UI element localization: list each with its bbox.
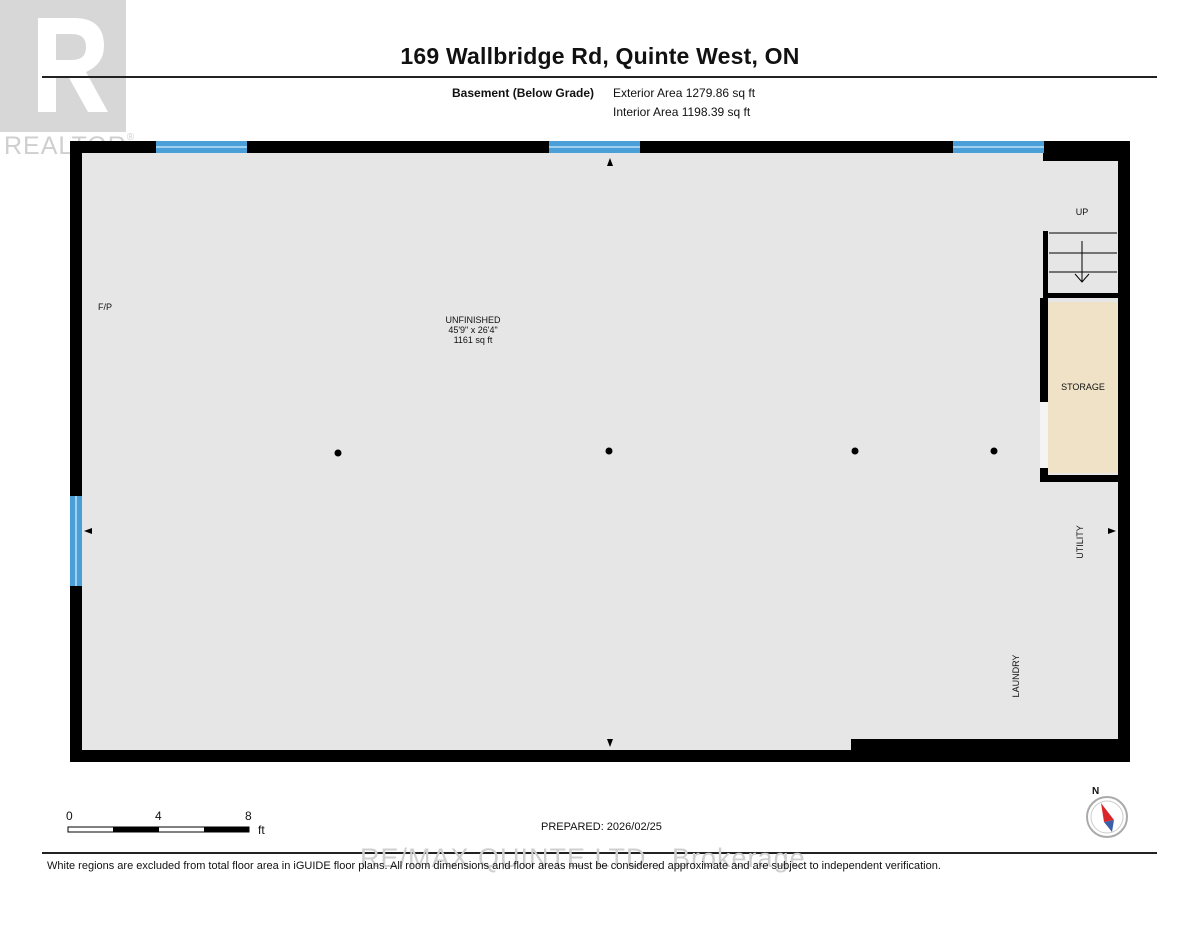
column-2 (605, 447, 613, 455)
footer-disclaimer: White regions are excluded from total fl… (47, 860, 941, 872)
scale-unit: ft (258, 823, 265, 837)
stairs (1043, 231, 1118, 298)
level-label: Basement (Below Grade) (452, 86, 595, 100)
realtor-watermark-logo (0, 0, 140, 165)
column-1 (334, 449, 342, 457)
section-arrow-top (607, 158, 613, 166)
prepared-date: PREPARED: 2026/02/25 (541, 821, 662, 833)
section-arrow-left (84, 528, 92, 534)
brokerage-watermark: RE/MAX QUINTE LTD., Brokerage (360, 843, 806, 873)
utility-label: UTILITY (1075, 525, 1085, 559)
room-name: UNFINISHED (445, 315, 501, 325)
column-4 (990, 447, 998, 455)
room-unfinished: UNFINISHED 45'9" x 26'4" 1161 sq ft (423, 315, 523, 345)
column-3 (851, 447, 859, 455)
scale-bar (67, 826, 250, 833)
fireplace-label: F/P (98, 302, 113, 312)
storage-label: STORAGE (1061, 382, 1105, 392)
page-title: 169 Wallbridge Rd, Quinte West, ON (400, 43, 800, 69)
room-area: 1161 sq ft (453, 335, 493, 345)
laundry-label: LAUNDRY (1011, 654, 1021, 698)
section-arrow-bottom (607, 739, 613, 747)
interior-area: Interior Area 1198.39 sq ft (613, 105, 751, 119)
floor-area (82, 153, 1118, 750)
compass-icon (1086, 796, 1128, 838)
scale-tick-4: 4 (155, 809, 162, 823)
compass-north-label: N (1092, 786, 1100, 797)
scale-tick-0: 0 (66, 809, 73, 823)
stairs-up-label: UP (1075, 207, 1089, 217)
header-rule (42, 76, 1157, 78)
room-dimensions: 45'9" x 26'4" (448, 325, 498, 335)
exterior-area: Exterior Area 1279.86 sq ft (613, 86, 756, 100)
scale-tick-8: 8 (245, 809, 252, 823)
section-arrow-right (1108, 528, 1116, 534)
storage-room (1040, 298, 1118, 482)
